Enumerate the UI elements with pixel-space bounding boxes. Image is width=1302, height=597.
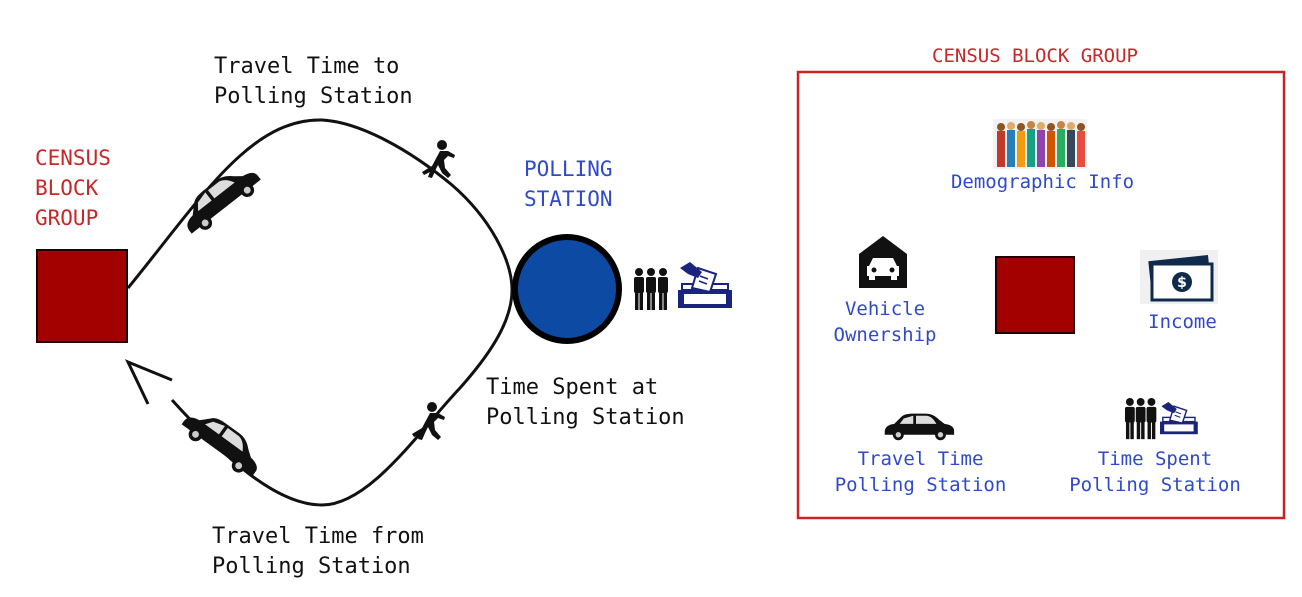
car-icon-panel <box>884 413 955 441</box>
crowd-icon <box>993 119 1087 169</box>
census-block-square <box>36 249 128 343</box>
route-loop-path <box>126 118 514 507</box>
svg-text:$: $ <box>1177 275 1187 291</box>
panel-title: CENSUS BLOCK GROUP <box>932 45 1138 67</box>
money-icon: $ <box>1140 250 1218 304</box>
ballot-box-icon <box>677 261 733 309</box>
car-icon-return <box>177 402 269 482</box>
voters-queue-icon <box>634 268 668 310</box>
polling-station-circle <box>512 234 622 344</box>
origin-label: CENSUS BLOCK GROUP <box>35 146 111 230</box>
return-arrowhead <box>124 359 173 405</box>
time-spent-panel-label: Time Spent Polling Station <box>1069 448 1241 496</box>
walking-person-icon-return <box>412 402 445 440</box>
car-icon-outbound <box>175 158 266 239</box>
income-label: Income <box>1148 311 1217 333</box>
travel-time-label: Travel Time Polling Station <box>834 448 1007 496</box>
census-block-panel <box>796 70 1286 520</box>
voters-ballot-icon-panel <box>1124 398 1199 440</box>
garage-car-icon <box>859 236 907 288</box>
time-spent-label: Time Spent at Polling Station <box>486 375 685 430</box>
panel-block-square <box>995 256 1075 334</box>
travel-from-label: Travel Time from Polling Station <box>212 524 424 579</box>
demographic-label: Demographic Info <box>950 171 1135 193</box>
vehicle-label: Vehicle Ownership <box>833 298 937 346</box>
travel-to-label: Travel Time to Polling Station <box>214 54 413 109</box>
destination-label: POLLING STATION <box>524 157 613 211</box>
